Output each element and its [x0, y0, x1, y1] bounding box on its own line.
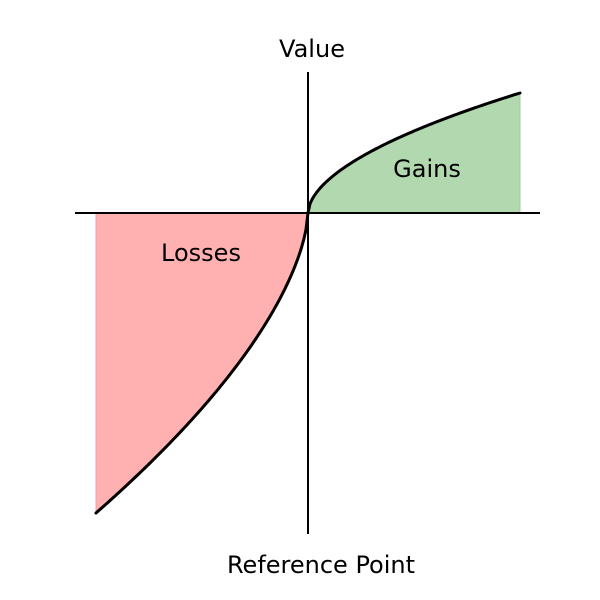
gains-label: Gains: [393, 155, 461, 183]
value-axis-label: Value: [279, 35, 345, 63]
reference-point-label: Reference Point: [227, 551, 415, 579]
value-function-curve: [94, 91, 522, 515]
losses-label: Losses: [161, 239, 241, 267]
